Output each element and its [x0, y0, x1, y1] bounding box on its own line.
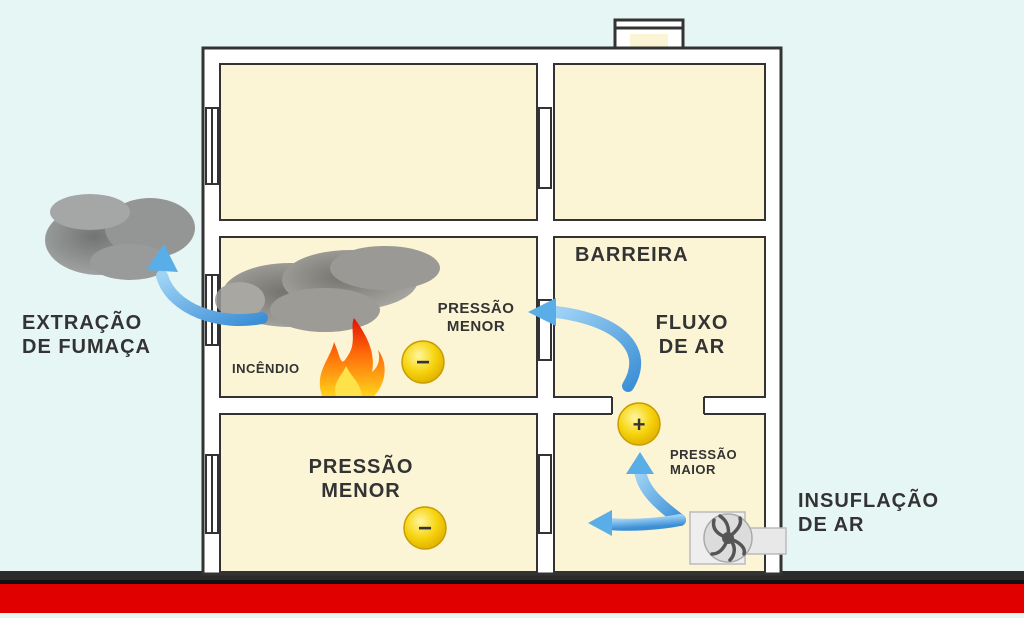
fan-icon	[689, 511, 787, 565]
airflow-arrow-icon	[528, 298, 642, 392]
minus-upper-symbol: −	[416, 349, 430, 376]
badge-plus: +	[617, 402, 661, 446]
smoke-cloud-outside-icon	[45, 194, 195, 280]
windows-left	[205, 107, 219, 534]
pressurization-arrow-icon	[588, 452, 686, 536]
room-bottom-left	[219, 413, 538, 573]
smoke-extraction-arrow-icon	[146, 244, 268, 327]
label-insuflacao-de-ar: INSUFLAÇÃO DE AR	[798, 490, 940, 536]
label-incendio: INCÊNDIO	[232, 361, 300, 376]
label-fluxo-de-ar: FLUXO DE AR	[655, 312, 729, 358]
label-pressao-menor-upper: PRESSÃO MENOR	[437, 300, 515, 335]
label-barreira: BARREIRA	[575, 244, 689, 266]
ground-base	[0, 584, 1024, 613]
smoke-cloud-icon	[215, 246, 440, 332]
room-top-left	[219, 63, 538, 221]
room-top-right	[553, 63, 766, 221]
fire-icon	[319, 318, 385, 396]
label-pressao-maior: PRESSÃO MAIOR	[670, 447, 738, 478]
badge-minus-upper: −	[401, 340, 445, 384]
minus-lower-symbol: −	[418, 515, 432, 542]
plus-symbol: +	[633, 412, 646, 437]
label-extracao-de-fumaca: EXTRAÇÃO DE FUMAÇA	[22, 312, 151, 358]
label-pressao-menor-lower: PRESSÃO MENOR	[308, 456, 414, 502]
badge-minus-lower: −	[403, 506, 447, 550]
